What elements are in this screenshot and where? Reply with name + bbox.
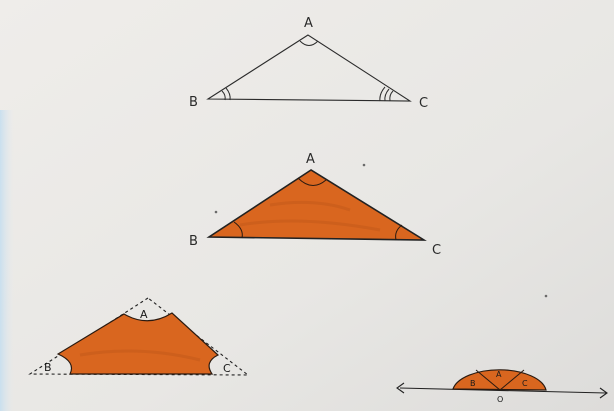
pencil-mark (214, 210, 218, 214)
arrow-right (599, 387, 608, 399)
label-b: B (470, 379, 476, 388)
label-b: B (189, 234, 198, 249)
arrow-left (396, 382, 405, 394)
label-b: B (189, 95, 198, 110)
semicircle-angles (452, 369, 547, 391)
pencil-mark (362, 163, 366, 167)
angle-c-arc-3 (379, 86, 386, 102)
label-a: A (304, 16, 313, 31)
angle-b-arc (233, 221, 243, 239)
triangle-body-cut (56, 312, 220, 375)
body-texture (79, 349, 201, 362)
pencil-mark (544, 294, 548, 298)
angle-c-arc (395, 224, 403, 241)
label-a: A (306, 152, 315, 167)
filled-texture (239, 200, 381, 232)
label-c: C (522, 379, 528, 388)
left-edge-tint (0, 110, 14, 411)
label-c: C (419, 96, 428, 111)
straight-line (399, 387, 607, 394)
triangle-filled-figure: A B C (189, 152, 441, 258)
triangle-abc-outline (206, 34, 412, 102)
label-b: B (44, 361, 52, 374)
triangle-corners-cut-figure: A B C (28, 294, 548, 376)
divider-a-c (499, 369, 525, 391)
triangle-outline-figure: A B C (189, 16, 428, 111)
label-a: A (140, 308, 148, 321)
label-c: C (223, 362, 231, 375)
label-o: O (497, 395, 503, 404)
angle-b-arc-2 (225, 87, 231, 101)
divider-b-a (475, 369, 501, 391)
angle-b-arc-1 (221, 90, 226, 101)
angles-on-line-figure: B A C O (396, 369, 608, 404)
label-a: A (496, 370, 502, 379)
label-c: C (432, 243, 441, 258)
angle-a-arc (297, 177, 327, 186)
angle-c-arc-2 (384, 88, 390, 102)
angle-a-arc (299, 40, 319, 46)
angle-c-arc-1 (389, 90, 394, 102)
